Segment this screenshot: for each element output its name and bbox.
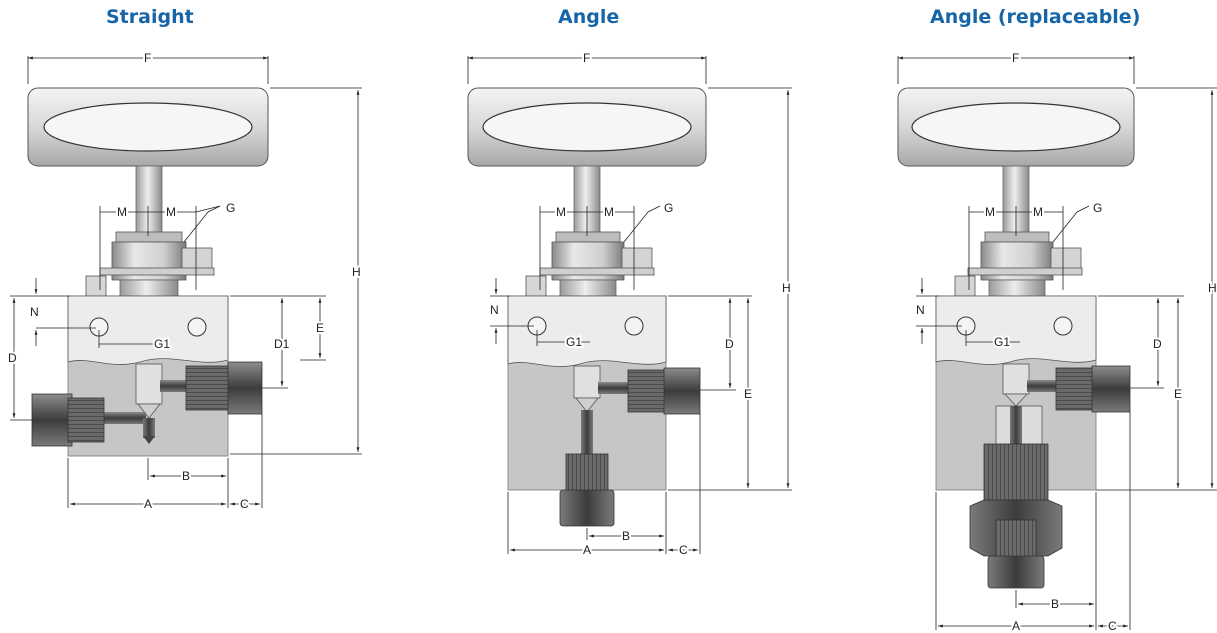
label-m: M xyxy=(166,205,176,219)
valve-straight xyxy=(27,87,269,457)
valve-angle xyxy=(467,87,707,527)
label-a: A xyxy=(1012,619,1020,633)
label-m: M xyxy=(117,205,127,219)
label-h: H xyxy=(352,265,361,279)
label-g1: G1 xyxy=(154,337,170,351)
label-e: E xyxy=(1174,387,1182,401)
label-d: D xyxy=(8,351,17,365)
label-m: M xyxy=(556,205,566,219)
label-d: D xyxy=(725,337,734,351)
label-f: F xyxy=(583,51,590,65)
title-angle: Angle xyxy=(558,6,620,28)
label-c: C xyxy=(240,497,249,511)
label-e: E xyxy=(744,387,752,401)
title-angle-replaceable: Angle (replaceable) xyxy=(930,6,1141,28)
label-g: G xyxy=(1093,201,1102,215)
dimensions-straight xyxy=(10,56,362,508)
label-h: H xyxy=(1208,281,1217,295)
label-a: A xyxy=(144,497,152,511)
dimensions-angle xyxy=(467,56,792,554)
label-n: N xyxy=(30,305,39,319)
label-g: G xyxy=(664,201,673,215)
label-c: C xyxy=(679,543,688,557)
label-d1: D1 xyxy=(274,337,290,351)
label-g1: G1 xyxy=(994,335,1010,349)
label-d: D xyxy=(1153,337,1162,351)
dimensions-angle-replaceable xyxy=(897,56,1217,630)
label-n: N xyxy=(916,303,925,317)
label-c: C xyxy=(1108,619,1117,633)
valve-angle-replaceable xyxy=(897,87,1135,589)
label-e: E xyxy=(316,321,324,335)
label-m: M xyxy=(1033,205,1043,219)
dimension-labels: F H M M G N D G1 E D1 B A C F H M M G N … xyxy=(6,49,1217,633)
label-n: N xyxy=(490,303,499,317)
label-b: B xyxy=(622,529,630,543)
label-f: F xyxy=(1012,51,1019,65)
label-h: H xyxy=(782,281,791,295)
label-g: G xyxy=(226,201,235,215)
label-m: M xyxy=(604,205,614,219)
label-b: B xyxy=(182,469,190,483)
label-b: B xyxy=(1051,597,1059,611)
label-a: A xyxy=(583,543,591,557)
label-g1: G1 xyxy=(566,335,582,349)
label-m: M xyxy=(985,205,995,219)
label-f: F xyxy=(144,51,151,65)
title-straight: Straight xyxy=(106,6,194,28)
